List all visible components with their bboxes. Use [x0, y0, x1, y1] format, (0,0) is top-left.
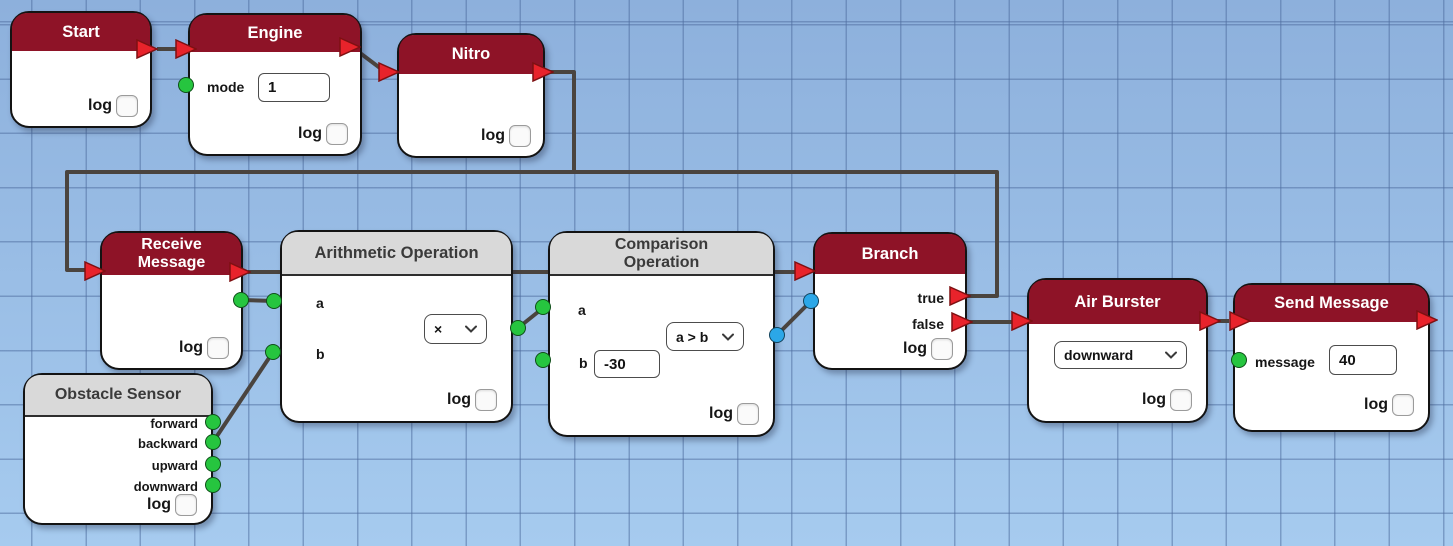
chevron-down-icon — [465, 325, 477, 333]
input-b-label: b — [579, 355, 588, 371]
comparator-select[interactable]: a > b — [666, 322, 744, 351]
flow-out-nitro[interactable] — [532, 62, 554, 82]
node-comparison-operation[interactable]: Comparison Operation a a > b b log — [548, 231, 775, 437]
false-output-label: false — [912, 316, 944, 332]
port-obstacle-downward[interactable] — [205, 477, 221, 493]
node-title: Send Message — [1235, 285, 1428, 322]
wire-branch-true-to-receive — [65, 170, 999, 298]
node-title: Engine — [190, 15, 360, 52]
log-checkbox[interactable] — [475, 389, 497, 411]
port-arithmetic-b[interactable] — [265, 344, 281, 360]
log-checkbox[interactable] — [175, 494, 197, 516]
node-title: Air Burster — [1029, 280, 1206, 324]
log-checkbox[interactable] — [509, 125, 531, 147]
port-arithmetic-out[interactable] — [510, 320, 526, 336]
port-engine-mode[interactable] — [178, 77, 194, 93]
log-checkbox[interactable] — [737, 403, 759, 425]
log-checkbox[interactable] — [1392, 394, 1414, 416]
node-title: Branch — [815, 234, 965, 274]
node-title: Comparison Operation — [550, 233, 773, 276]
node-title: Arithmetic Operation — [282, 232, 511, 276]
flow-out-send-message[interactable] — [1416, 310, 1438, 330]
chevron-down-icon — [722, 333, 734, 341]
mode-label: mode — [207, 79, 245, 95]
node-receive-message[interactable]: Receive Message log — [100, 231, 243, 370]
true-output-label: true — [917, 290, 944, 306]
port-comparison-a[interactable] — [535, 299, 551, 315]
node-title: Nitro — [399, 35, 543, 74]
log-label: log — [1364, 396, 1388, 413]
log-label: log — [481, 127, 505, 144]
direction-select[interactable]: downward — [1054, 341, 1187, 369]
log-label: log — [179, 339, 203, 356]
message-label: message — [1255, 354, 1315, 370]
flow-in-receive-message[interactable] — [84, 261, 106, 281]
downward-output-label: downward — [133, 479, 198, 494]
node-branch[interactable]: Branch true false log — [813, 232, 967, 370]
flow-in-branch[interactable] — [794, 261, 816, 281]
port-arithmetic-a[interactable] — [266, 293, 282, 309]
node-title: Start — [12, 13, 150, 51]
chevron-down-icon — [1165, 351, 1177, 359]
node-title: Obstacle Sensor — [25, 375, 211, 417]
node-start[interactable]: Start log — [10, 11, 152, 128]
node-nitro[interactable]: Nitro log — [397, 33, 545, 158]
log-label: log — [447, 391, 471, 408]
flow-in-nitro[interactable] — [378, 62, 400, 82]
forward-output-label: forward — [150, 416, 198, 431]
port-comparison-b[interactable] — [535, 352, 551, 368]
wire-obstacle-backward-to-arithmetic-b — [211, 350, 275, 444]
wire-nitro-drop — [545, 70, 576, 172]
upward-output-label: upward — [151, 458, 198, 473]
log-checkbox[interactable] — [207, 337, 229, 359]
log-checkbox[interactable] — [326, 123, 348, 145]
node-air-burster[interactable]: Air Burster downward log — [1027, 278, 1208, 423]
log-checkbox[interactable] — [1170, 389, 1192, 411]
node-arithmetic-operation[interactable]: Arithmetic Operation a b × log — [280, 230, 513, 423]
log-label: log — [903, 340, 927, 357]
log-checkbox[interactable] — [116, 95, 138, 117]
flow-out-start[interactable] — [136, 39, 158, 59]
mode-input[interactable] — [258, 73, 330, 102]
message-input[interactable] — [1329, 345, 1397, 375]
b-value-input[interactable] — [594, 350, 660, 378]
log-label: log — [147, 496, 171, 513]
input-a-label: a — [578, 302, 586, 318]
flow-out-air-burster[interactable] — [1199, 311, 1221, 331]
flow-in-send-message[interactable] — [1229, 311, 1251, 331]
input-a-label: a — [316, 295, 324, 311]
port-receive-message-out[interactable] — [233, 292, 249, 308]
log-checkbox[interactable] — [931, 338, 953, 360]
flow-out-engine[interactable] — [339, 37, 361, 57]
log-label: log — [88, 97, 112, 114]
backward-output-label: backward — [138, 436, 198, 451]
log-label: log — [1142, 391, 1166, 408]
port-obstacle-forward[interactable] — [205, 414, 221, 430]
node-title: Receive Message — [102, 233, 241, 275]
flow-out-branch-true[interactable] — [949, 286, 971, 306]
node-engine[interactable]: Engine mode log — [188, 13, 362, 156]
flow-out-receive-message[interactable] — [229, 262, 251, 282]
port-obstacle-backward[interactable] — [205, 434, 221, 450]
node-send-message[interactable]: Send Message message log — [1233, 283, 1430, 432]
port-branch-condition[interactable] — [803, 293, 819, 309]
log-label: log — [709, 405, 733, 422]
flow-out-branch-false[interactable] — [951, 312, 973, 332]
port-comparison-out[interactable] — [769, 327, 785, 343]
log-label: log — [298, 125, 322, 142]
port-send-message-value[interactable] — [1231, 352, 1247, 368]
node-obstacle-sensor[interactable]: Obstacle Sensor forward backward upward … — [23, 373, 213, 525]
operator-select[interactable]: × — [424, 314, 487, 344]
port-obstacle-upward[interactable] — [205, 456, 221, 472]
flow-in-engine[interactable] — [175, 39, 197, 59]
flow-in-air-burster[interactable] — [1011, 311, 1033, 331]
input-b-label: b — [316, 346, 325, 362]
